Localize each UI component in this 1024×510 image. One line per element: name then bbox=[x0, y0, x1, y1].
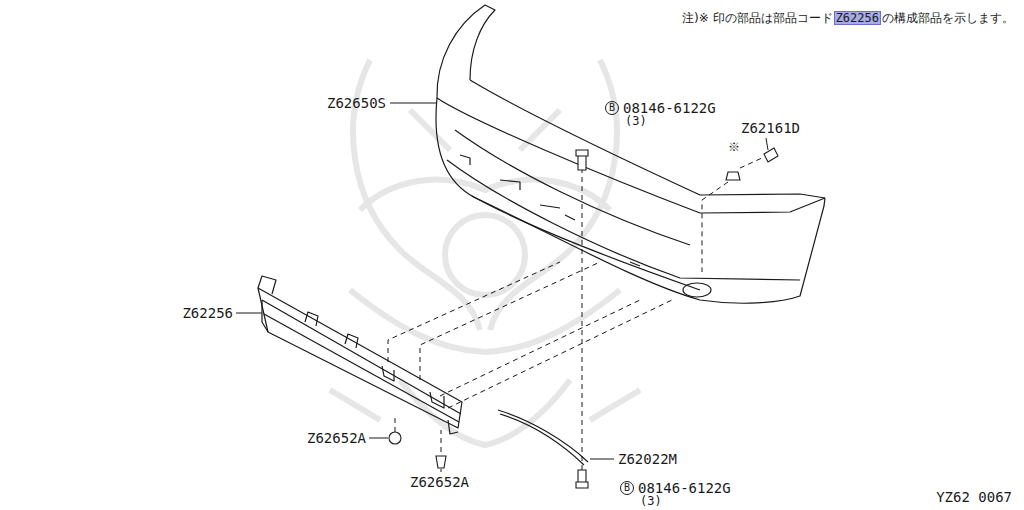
clip-seal bbox=[764, 148, 778, 162]
part-number: 08146-6122G bbox=[638, 481, 731, 495]
part-number: Z62022M bbox=[618, 452, 677, 466]
bumper-detail bbox=[460, 155, 640, 266]
watermark-stroke bbox=[360, 180, 610, 210]
circled-letter: B bbox=[620, 481, 634, 495]
note-text: の構成部品を示します。 bbox=[882, 12, 1014, 24]
dashed-line bbox=[420, 262, 600, 380]
highlighted-part-code: Z62256 bbox=[835, 12, 880, 24]
dashed-line bbox=[395, 416, 396, 432]
mark-symbol: ※ bbox=[728, 141, 740, 153]
bumper-edge bbox=[470, 80, 825, 198]
clip bbox=[726, 172, 740, 180]
strip bbox=[498, 410, 588, 465]
bumper-outline bbox=[436, 98, 825, 303]
bumper-crease bbox=[455, 130, 690, 245]
bumper-edge bbox=[437, 98, 825, 213]
bar-rib bbox=[264, 314, 459, 422]
quantity: (3) bbox=[625, 115, 647, 127]
watermark-stroke bbox=[330, 110, 640, 420]
leader-line bbox=[590, 459, 614, 460]
circled-letter: B bbox=[605, 101, 619, 115]
bar-bracket bbox=[382, 366, 444, 408]
leader-line bbox=[441, 469, 442, 472]
dashed-line bbox=[388, 262, 560, 362]
note-text: 注)※ 印の部品は部品コード bbox=[682, 12, 833, 24]
part-number: Z62650S bbox=[327, 96, 386, 110]
quantity: (3) bbox=[640, 495, 662, 507]
bumper-fascia bbox=[436, 5, 825, 303]
bar-bracket bbox=[258, 276, 276, 332]
bar-bracket bbox=[448, 420, 458, 434]
dashed-line bbox=[441, 430, 442, 452]
part-number: Z62652A bbox=[307, 431, 366, 445]
bolt bbox=[576, 150, 588, 170]
dashed-line bbox=[740, 158, 762, 168]
fasteners bbox=[389, 148, 778, 488]
part-number: Z62652A bbox=[410, 475, 469, 489]
bumper-crease bbox=[472, 196, 700, 290]
bumper-wing bbox=[437, 5, 495, 98]
bar-bracket bbox=[305, 312, 358, 348]
leader-line bbox=[390, 103, 436, 104]
dashed-line bbox=[702, 182, 728, 272]
push-rivet bbox=[436, 456, 446, 468]
diagram-code: YZ62 0067 bbox=[936, 490, 1012, 504]
dashed-line bbox=[440, 300, 640, 396]
push-rivet bbox=[389, 432, 401, 444]
watermark-stroke bbox=[400, 380, 570, 445]
watermark-stroke bbox=[350, 290, 620, 352]
leader-line bbox=[766, 138, 768, 150]
part-number: Z62256 bbox=[182, 306, 233, 320]
bolt bbox=[576, 470, 588, 488]
part-number: Z62161D bbox=[741, 121, 800, 135]
part-number: 08146-6122G bbox=[623, 101, 716, 115]
reinforcement-bar bbox=[258, 276, 462, 434]
watermark-stroke bbox=[445, 215, 525, 295]
bar-outline bbox=[258, 288, 462, 428]
bumper-detail bbox=[500, 180, 575, 220]
leader-line bbox=[236, 313, 262, 314]
assembly-lines bbox=[388, 158, 762, 474]
leader-lines bbox=[236, 103, 768, 472]
fog-lamp-hole bbox=[683, 283, 711, 297]
bar-rib bbox=[262, 300, 461, 414]
seal-strip bbox=[498, 410, 588, 465]
leader-line bbox=[369, 438, 388, 439]
dashed-line bbox=[582, 168, 583, 474]
dashed-line bbox=[448, 300, 672, 408]
